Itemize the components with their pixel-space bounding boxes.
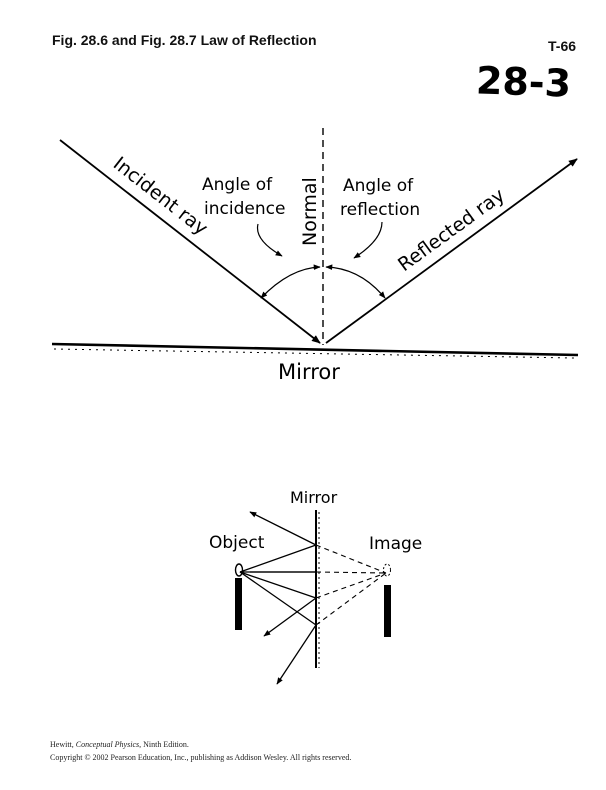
object-label: Object [209, 533, 265, 553]
image-stand [384, 585, 391, 637]
angle-of-incidence-label-line1: Angle of [202, 175, 273, 195]
incidence-pointer [256, 223, 283, 257]
image-flame [383, 563, 391, 577]
object-flame [234, 563, 244, 577]
mirror-surface [51, 342, 579, 357]
transparency-code: T-66 [548, 38, 577, 54]
reflected-rays [249, 511, 317, 685]
angle-of-reflection-arc [325, 264, 386, 299]
angle-of-reflection-label-line2: reflection [340, 200, 420, 220]
image-label: Image [369, 534, 422, 554]
incident-ray [59, 139, 321, 344]
reflected-ray-label: Reflected ray [394, 184, 509, 276]
angle-of-incidence-label-line2: incidence [204, 199, 285, 219]
incident-ray-label: Incident ray [109, 153, 212, 240]
virtual-rays [315, 544, 387, 626]
mirror-hatching [53, 348, 576, 359]
reflection-pointer [353, 221, 383, 259]
credit-line-1: Hewitt, Conceptual Physics, Ninth Editio… [50, 740, 189, 749]
angle-of-incidence-arc [260, 264, 321, 299]
small-mirror-label: Mirror [290, 488, 338, 507]
plane-mirror-image-figure: Mirror Object Image [209, 488, 422, 685]
normal-label: Normal [299, 177, 321, 246]
angle-of-reflection-label-line1: Angle of [343, 176, 414, 196]
object-rays [239, 544, 317, 626]
law-of-reflection-figure: Incident ray Reflected ray Normal Angle … [51, 128, 579, 384]
reflected-ray [325, 158, 578, 344]
mirror-label: Mirror [278, 360, 340, 384]
figure-title: Fig. 28.6 and Fig. 28.7 Law of Reflectio… [52, 32, 317, 48]
credit-line-2: Copyright © 2002 Pearson Education, Inc.… [50, 753, 352, 762]
object-stand [235, 578, 242, 630]
